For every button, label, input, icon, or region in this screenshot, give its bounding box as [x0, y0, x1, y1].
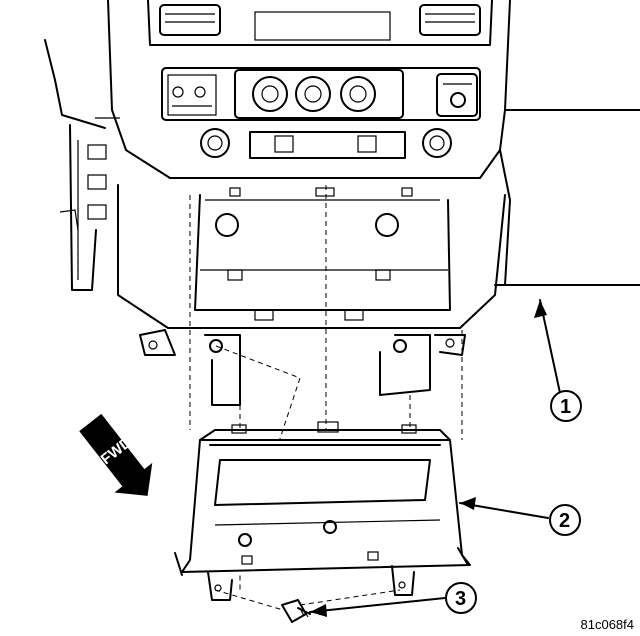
callout-3-label: 3: [455, 588, 466, 610]
callout-2-label: 2: [559, 510, 570, 532]
callout-3: 3: [445, 582, 477, 614]
storage-bin: [174, 421, 471, 601]
fwd-direction-badge: FWD: [79, 413, 153, 496]
center-stack-lower: [117, 184, 506, 406]
callout-leaders: [309, 299, 561, 617]
callout-1: 1: [550, 390, 582, 422]
left-side-bracket: [44, 39, 120, 291]
alignment-lines: [189, 185, 463, 613]
callout-2: 2: [549, 504, 581, 536]
instrument-panel: [107, 0, 511, 179]
callout-1-label: 1: [560, 396, 571, 418]
screw: [281, 599, 311, 623]
right-dash-panel: [494, 109, 640, 286]
figure-code: 81c068f4: [580, 617, 635, 632]
